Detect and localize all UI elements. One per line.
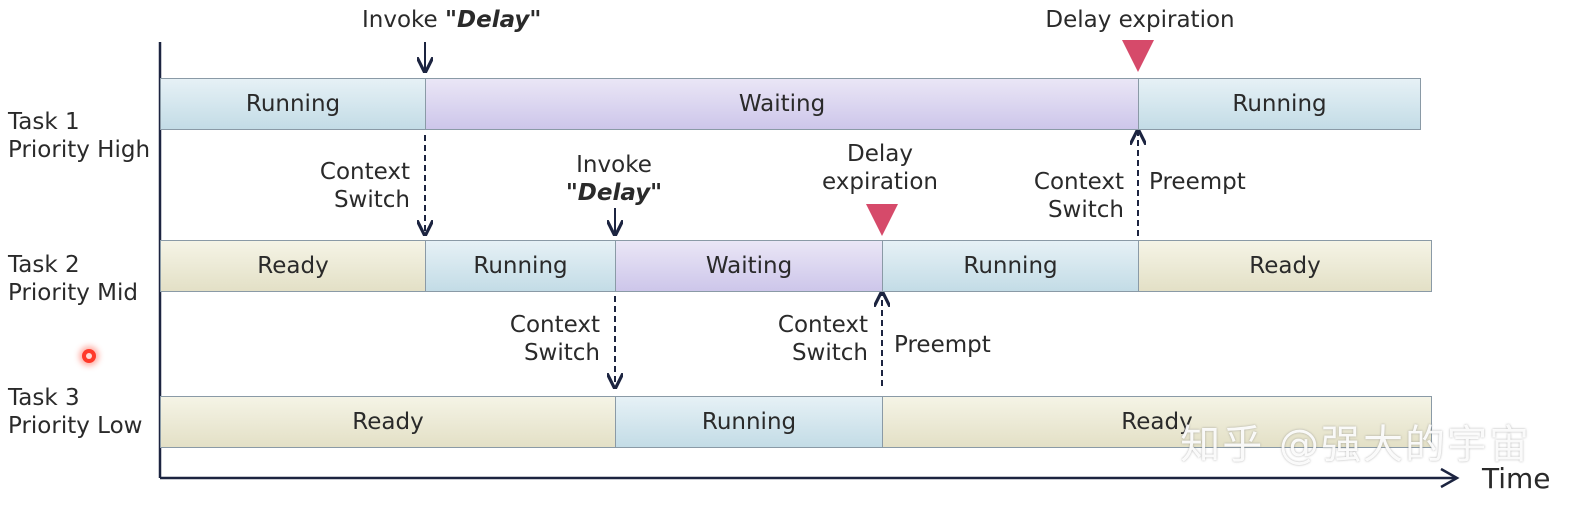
preempt-label-1: Preempt <box>1149 169 1246 195</box>
delay-text: Delay <box>847 141 913 167</box>
context-switch-label-2: Context Switch <box>490 311 600 367</box>
task2-name: Task 2 <box>8 252 80 278</box>
watermark: 知乎 @强大的宇宙 <box>1180 422 1531 468</box>
cursor-indicator <box>82 349 96 363</box>
task1-segment-running: Running <box>160 78 426 130</box>
context-text: Context <box>509 312 600 338</box>
switch-text: Switch <box>523 340 600 366</box>
task3-segment-running: Running <box>615 396 883 448</box>
task1-segment-waiting: Waiting <box>425 78 1139 130</box>
context-text: Context <box>319 159 410 185</box>
task1-segment-running: Running <box>1138 78 1421 130</box>
delay-keyword: "Delay" <box>565 180 663 206</box>
task1-priority: Priority High <box>8 137 151 163</box>
context-text: Context <box>777 312 868 338</box>
context-switch-label-1: Context Switch <box>300 158 410 214</box>
task3-priority: Priority Low <box>8 413 143 439</box>
task2-segment-waiting: Waiting <box>615 240 883 292</box>
task2-segment-ready: Ready <box>1138 240 1432 292</box>
delay-expiration-label-2: Delay expiration <box>822 140 938 196</box>
task2-segment-running: Running <box>882 240 1139 292</box>
invoke-text: Invoke <box>362 7 438 33</box>
delay-expiration-marker-2 <box>866 204 898 236</box>
delay-keyword: "Delay" <box>445 7 542 33</box>
task2-segment-ready: Ready <box>160 240 426 292</box>
task3-segment-ready: Ready <box>882 396 1432 448</box>
context-text: Context <box>1033 169 1124 195</box>
task2-priority: Priority Mid <box>8 280 139 306</box>
task3-name: Task 3 <box>8 385 80 411</box>
task1-name: Task 1 <box>8 109 80 135</box>
preempt-label-2: Preempt <box>894 332 991 358</box>
invoke-text: Invoke <box>576 152 652 178</box>
invoke-delay-label-1: Invoke "Delay" <box>362 6 541 34</box>
x-axis-arrowhead <box>1440 467 1460 489</box>
switch-text: Switch <box>1047 197 1124 223</box>
invoke-delay-label-2: Invoke "Delay" <box>566 151 662 207</box>
task2-segment-running: Running <box>425 240 616 292</box>
delay-expiration-label-1: Delay expiration <box>1045 7 1235 33</box>
switch-text: Switch <box>791 340 868 366</box>
delay-expiration-marker-1 <box>1122 40 1154 72</box>
switch-text: Switch <box>333 187 410 213</box>
task3-segment-ready: Ready <box>160 396 616 448</box>
expiration-text: expiration <box>822 169 938 195</box>
x-axis-label: Time <box>1482 462 1551 495</box>
context-switch-label-4: Context Switch <box>1014 168 1124 224</box>
context-switch-label-3: Context Switch <box>758 311 868 367</box>
